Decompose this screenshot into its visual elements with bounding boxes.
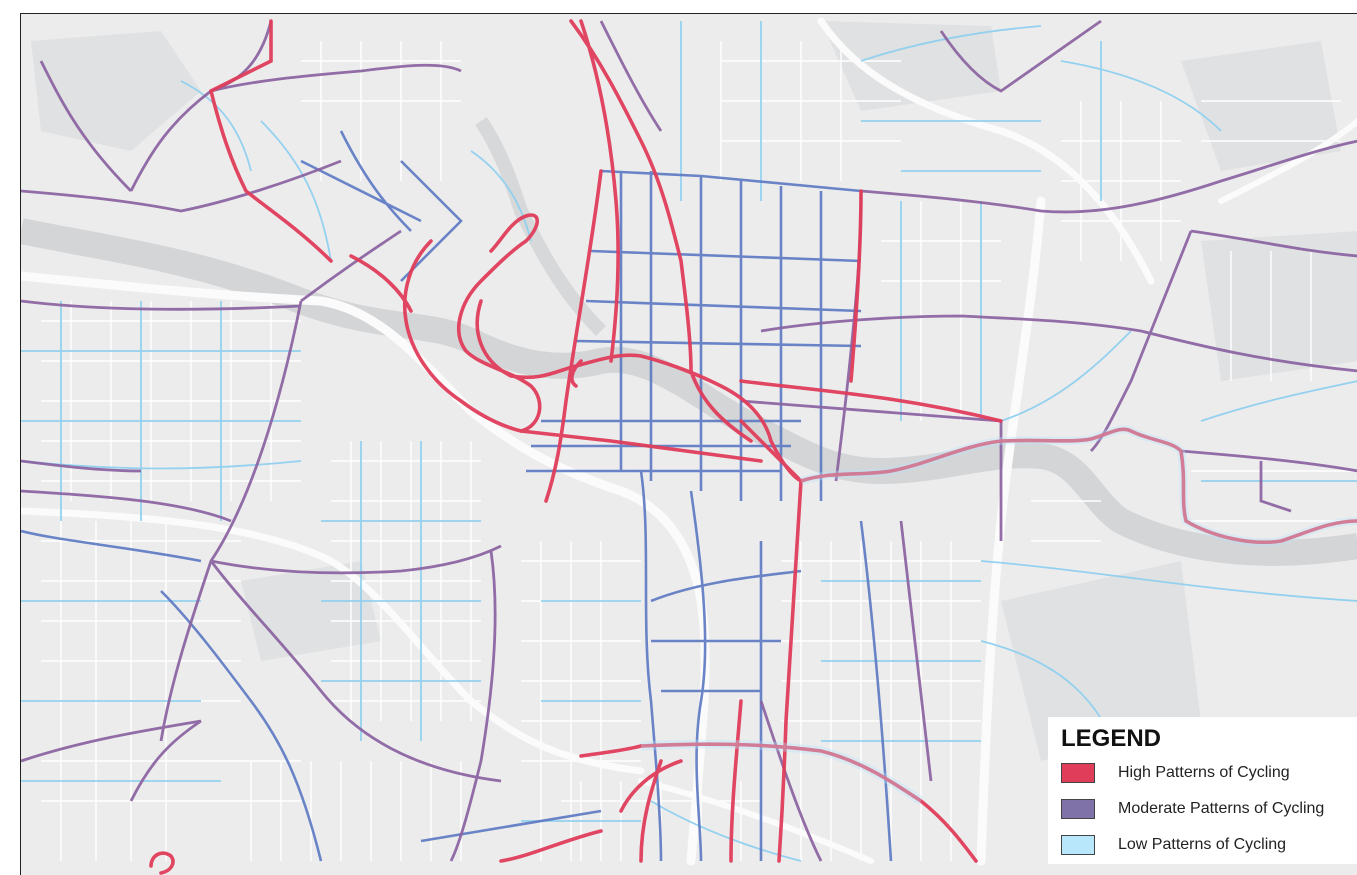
legend-swatch-high (1061, 763, 1095, 783)
legend-swatch-low (1061, 835, 1095, 855)
low-cycling-routes (21, 21, 1357, 862)
cycling-map[interactable] (21, 14, 1357, 875)
southern-path-halo (640, 739, 924, 805)
legend-label-moderate: Moderate Patterns of Cycling (1118, 800, 1325, 817)
map-legend: LEGEND High Patterns of Cycling Moderate… (1048, 717, 1357, 864)
park-areas (31, 21, 1357, 761)
moderate-purple-routes (21, 19, 1357, 862)
map-canvas[interactable] (20, 13, 1357, 875)
legend-label-low: Low Patterns of Cycling (1118, 836, 1287, 853)
legend-swatch-moderate (1061, 799, 1095, 819)
legend-item-moderate: Moderate Patterns of Cycling (1061, 797, 1357, 821)
riverside-path-halo (799, 425, 1357, 547)
high-cycling-routes (149, 19, 1357, 875)
legend-item-low: Low Patterns of Cycling (1061, 833, 1357, 857)
legend-label-high: High Patterns of Cycling (1118, 764, 1290, 781)
legend-title: LEGEND (1061, 725, 1162, 752)
legend-item-high: High Patterns of Cycling (1061, 761, 1357, 785)
